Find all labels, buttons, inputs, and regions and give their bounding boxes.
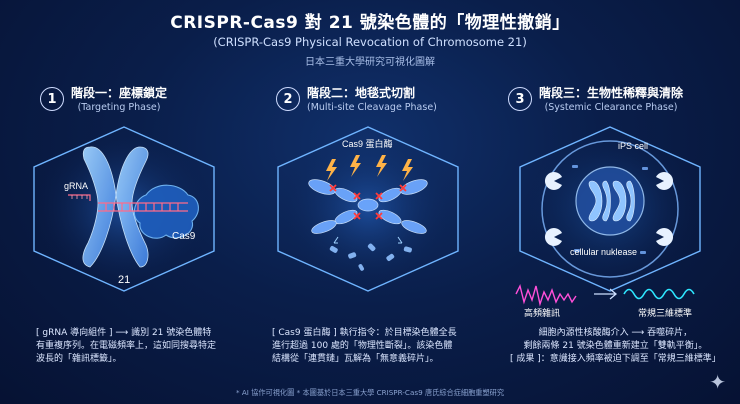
dna-strand-icon bbox=[98, 202, 188, 212]
standard-wave-label: 常規三維標準 bbox=[638, 307, 692, 319]
ips-cell-membrane bbox=[541, 140, 679, 278]
phase-3-number: 3 bbox=[508, 87, 532, 111]
grna-label: gRNA bbox=[64, 181, 88, 191]
footer-note: * AI 協作可視化圖 * 本圖基於日本三重大學 CRISPR-Cas9 唐氏綜… bbox=[235, 388, 505, 397]
high-frequency-noise-wave bbox=[515, 283, 577, 307]
phase-1-number: 1 bbox=[40, 87, 64, 111]
phase-2-illustration: Cas9 蛋白酶 bbox=[272, 125, 464, 293]
page-title: CRISPR-Cas9 對 21 號染色體的「物理性撤銷」 bbox=[170, 13, 570, 33]
cas9-label: Cas9 bbox=[172, 231, 196, 242]
phase-2-subtitle: (Multi-site Cleavage Phase) bbox=[307, 102, 437, 113]
chromosome-21-icon bbox=[82, 146, 149, 268]
phase-3-illustration: iPS cell cellular nuklease bbox=[514, 125, 706, 293]
cas9-protein-icon bbox=[133, 184, 199, 239]
healthy-chromosome-pair-icon bbox=[588, 180, 635, 222]
phase-2-title: 階段二：地毯式切割 bbox=[307, 86, 416, 100]
energy-bolt-icon bbox=[326, 155, 413, 181]
phase-1-description: [ gRNA 導向組件 ] ⟶ 識別 21 號染色體特 有重複序列。在電磁頻率上… bbox=[36, 328, 217, 364]
cas9-enzyme-label: Cas9 蛋白酶 bbox=[342, 138, 393, 149]
phase-2-header: 2 階段二：地毯式切割 (Multi-site Cleavage Phase) bbox=[276, 86, 437, 114]
chromosome-number-label: 21 bbox=[118, 274, 130, 286]
grna-strand-icon bbox=[68, 194, 91, 201]
phase-1-header: 1 階段一：座標鎖定 (Targeting Phase) bbox=[40, 86, 167, 114]
sparkle-icon: ✦ bbox=[709, 370, 726, 394]
nuclease-icon bbox=[544, 172, 674, 246]
debris-fragment-icon bbox=[572, 165, 648, 254]
phase-1-subtitle: (Targeting Phase) bbox=[77, 102, 161, 113]
standard-wave bbox=[623, 288, 695, 300]
phase-3-header: 3 階段三：生物性稀釋與清除 (Systemic Clearance Phase… bbox=[508, 86, 683, 114]
cut-mark-icon bbox=[329, 184, 407, 220]
nuclease-label: cellular nuklease bbox=[570, 247, 637, 257]
page-source-note: 日本三重大學研究可視化圖解 bbox=[305, 57, 435, 68]
phase-3-description: 細胞內源性核酸酶介入 ⟶ 吞噬碎片， 剩餘兩條 21 號染色體重新建立「雙軌平衡… bbox=[510, 328, 721, 364]
noise-wave-label: 高頻雜訊 bbox=[524, 307, 560, 319]
phase-3-subtitle: (Systemic Clearance Phase) bbox=[544, 102, 678, 113]
phase-1-illustration: gRNA Cas9 21 bbox=[28, 125, 220, 293]
phase-2-number: 2 bbox=[276, 87, 300, 111]
dna-fragment-icon bbox=[329, 243, 412, 271]
transition-arrow-icon bbox=[594, 288, 618, 300]
page-subtitle: (CRISPR-Cas9 Physical Revocation of Chro… bbox=[213, 35, 527, 49]
phase-3-title: 階段三：生物性稀釋與清除 bbox=[539, 86, 684, 100]
falling-arrow-icon bbox=[333, 236, 403, 244]
fragmented-chromosome-icon bbox=[308, 179, 428, 234]
phase-1-title: 階段一：座標鎖定 bbox=[71, 86, 168, 100]
phase-2-description: [ Cas9 蛋白酶 ] 執行指令：於目標染色體全長 進行超過 100 處的「物… bbox=[272, 328, 457, 364]
ips-cell-label: iPS cell bbox=[618, 141, 648, 151]
frequency-comparison: 高頻雜訊 常規三維標準 bbox=[515, 283, 695, 319]
